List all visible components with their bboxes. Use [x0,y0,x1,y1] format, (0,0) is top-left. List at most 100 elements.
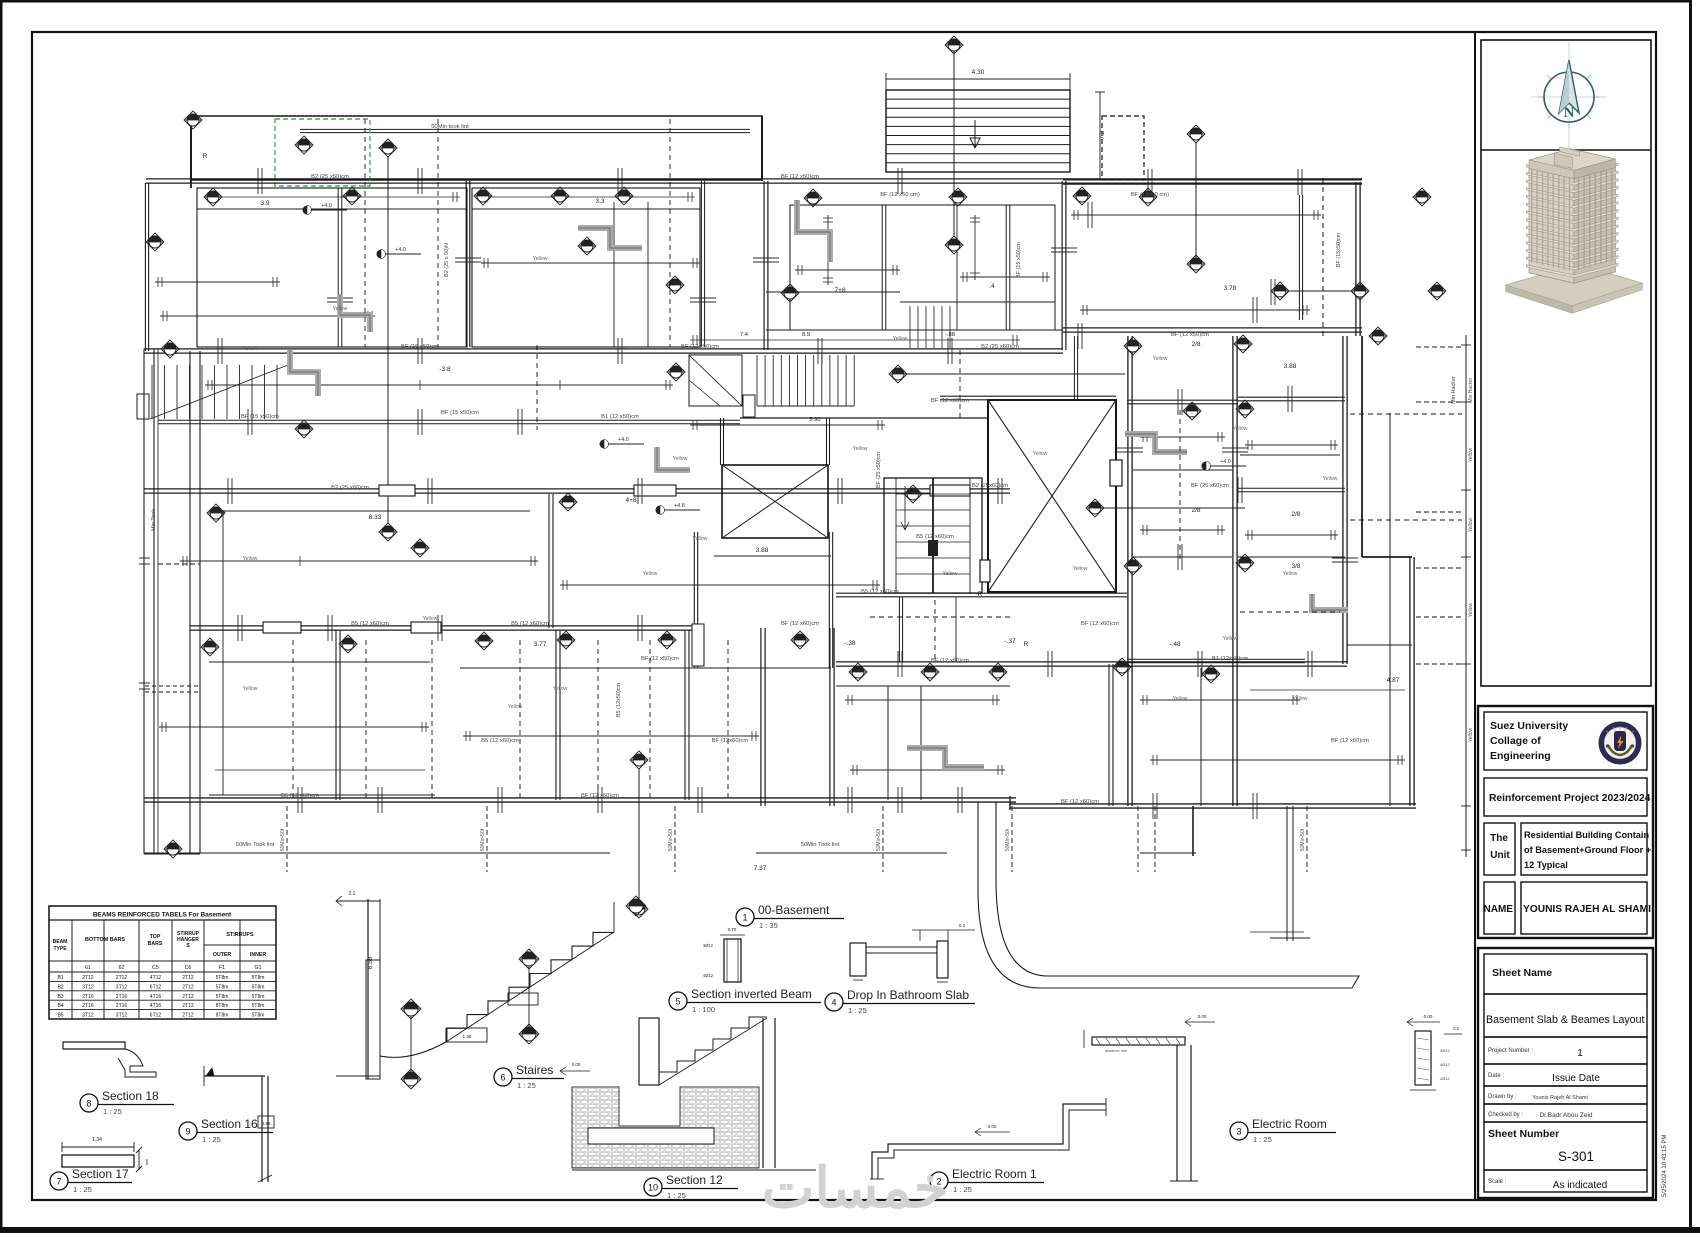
svg-text:-.37: -.37 [1004,638,1016,645]
svg-text:4Ø12: 4Ø12 [1440,1062,1451,1067]
svg-text:INNER: INNER [250,952,266,958]
svg-text:distance min: distance min [1105,1048,1127,1053]
svg-text:B5 (12x50)cm: B5 (12x50)cm [616,682,622,717]
svg-text:BOTTOM BARS: BOTTOM BARS [85,937,125,943]
svg-text:Yellow: Yellow [613,346,628,352]
svg-text:8.58: 8.58 [367,956,374,969]
svg-text:BF (12 x50)cm: BF (12 x50)cm [1171,332,1209,338]
svg-text:Residential Building Contain: Residential Building Contain [1524,830,1649,840]
svg-text:STIRRUP: STIRRUP [177,931,200,937]
svg-text:Min Took: Min Took [151,509,157,531]
svg-text:B5 (12 x60)cm: B5 (12 x60)cm [481,738,519,744]
svg-text:B5: B5 [57,1013,63,1019]
svg-text:2.1: 2.1 [349,891,356,897]
svg-text:B5 (12 x60)cm: B5 (12 x60)cm [861,589,899,595]
svg-text:1 : 25: 1 : 25 [73,1185,92,1194]
svg-text:50Min-50t: 50Min-50t [876,828,882,851]
svg-text:1 : 25: 1 : 25 [953,1185,972,1194]
svg-text:1 : 25: 1 : 25 [202,1135,221,1144]
svg-text:2T12: 2T12 [182,984,194,990]
svg-text:B5 (12 x60)cm: B5 (12 x60)cm [351,621,389,627]
svg-text:Unit: Unit [1490,850,1510,861]
svg-text:BF (15 x50)cm: BF (15 x50)cm [1016,242,1022,278]
svg-text:7+8: 7+8 [834,287,845,294]
svg-text:YOUNIS RAJEH AL SHAMI: YOUNIS RAJEH AL SHAMI [1523,904,1651,915]
svg-text:Sheet Number: Sheet Number [1488,1128,1559,1140]
svg-text:6T12: 6T12 [150,1013,162,1019]
svg-text:Yellow: Yellow [533,256,548,262]
svg-text:10: 10 [648,1183,658,1193]
svg-text:9: 9 [185,1127,190,1137]
svg-text:Project Number :: Project Number : [1488,1048,1533,1054]
svg-text:Yellow: Yellow [1223,636,1238,642]
svg-text:1 : 25: 1 : 25 [848,1006,867,1015]
svg-text:Drawn by :: Drawn by : [1488,1094,1517,1100]
svg-text:BF (12 x60)cm: BF (12 x60)cm [931,398,969,404]
svg-text:1 : 25: 1 : 25 [667,1191,686,1200]
svg-text:Staires: Staires [516,1063,553,1077]
svg-text:BF (12 x50 cm): BF (12 x50 cm) [880,192,920,198]
svg-text:50Min Took lint: 50Min Took lint [801,842,840,848]
svg-text:2T12: 2T12 [182,994,194,1000]
svg-text:3T12: 3T12 [116,984,128,990]
svg-text:Sheet Name: Sheet Name [1492,967,1552,979]
svg-text:1 : 25: 1 : 25 [517,1081,536,1090]
svg-text:3.9: 3.9 [260,200,269,207]
svg-text:8T8m: 8T8m [216,1003,229,1009]
svg-text:5T8m: 5T8m [216,994,229,1000]
svg-text:Yellow: Yellow [243,346,258,352]
svg-text:3.88: 3.88 [1284,363,1297,370]
svg-text:BF (12 x60)cm: BF (12 x60)cm [1061,799,1099,805]
svg-text:Yellow: Yellow [423,616,438,622]
svg-text:Section inverted Beam: Section inverted Beam [691,987,812,1001]
svg-text:Dr.Badr Abou Zeid: Dr.Badr Abou Zeid [1539,1112,1592,1119]
svg-text:1 : 25: 1 : 25 [103,1107,122,1116]
svg-text:R: R [1024,641,1029,648]
svg-text:2T16: 2T16 [116,994,128,1000]
svg-text:5T8m: 5T8m [216,975,229,981]
svg-text:4T16: 4T16 [150,1003,162,1009]
svg-text:2T12: 2T12 [182,975,194,981]
svg-text:G1: G1 [255,965,262,971]
svg-text:4.30: 4.30 [972,69,985,76]
svg-text:Yellow: Yellow [553,686,568,692]
svg-text:+4.8: +4.8 [674,503,685,509]
svg-text:Yellow: Yellow [1153,356,1168,362]
svg-text:R: R [203,153,208,160]
svg-text:B2 (25x60)cm: B2 (25x60)cm [972,483,1008,489]
svg-text:Checked by :: Checked by : [1488,1112,1523,1118]
svg-text:Yellow: Yellow [1173,696,1188,702]
svg-text:S: S [186,943,190,949]
svg-text:BF (25 x50)cm: BF (25 x50)cm [876,452,882,488]
svg-text:1 : 100: 1 : 100 [692,1005,715,1014]
svg-text:C6: C6 [185,965,192,971]
svg-text:50Min took lint: 50Min took lint [431,124,469,130]
svg-text:2Ø12: 2Ø12 [1440,1076,1451,1081]
svg-text:Yellow: Yellow [243,556,258,562]
svg-text:B2 (25 x60)cm: B2 (25 x60)cm [981,344,1019,350]
svg-text:2T12: 2T12 [182,1013,194,1019]
svg-text:3: 3 [1236,1127,1241,1137]
svg-text:2/8: 2/8 [1191,341,1200,348]
svg-text:Basement Slab & Beames Layout: Basement Slab & Beames Layout [1486,1014,1644,1026]
svg-text:50Min-50t: 50Min-50t [1005,828,1011,851]
svg-text:Drop In Bathroom Slab: Drop In Bathroom Slab [847,988,969,1002]
svg-text:0.00: 0.00 [572,1062,581,1067]
svg-text:2T12: 2T12 [82,975,94,981]
svg-text:BF (15x50)cm: BF (15x50)cm [1336,232,1342,267]
svg-text:BF (12 x60)cm: BF (12 x60)cm [1081,621,1119,627]
svg-text:NAME: NAME [1484,904,1514,915]
svg-text:+4.0: +4.0 [618,437,629,443]
svg-text:5: 5 [675,997,680,1007]
svg-text:Issue Date: Issue Date [1552,1073,1600,1084]
svg-text:Section 17: Section 17 [72,1167,129,1181]
svg-text:7.4: 7.4 [740,332,749,338]
svg-text:2T16: 2T16 [82,994,94,1000]
svg-text:50Min Took lint: 50Min Took lint [236,842,275,848]
svg-text:2/8: 2/8 [1291,511,1300,518]
svg-text:4T12: 4T12 [150,975,162,981]
svg-text:BF (12 x60)cm: BF (12 x60)cm [931,658,969,664]
svg-text:Reinforcement Project 2023/20: Reinforcement Project 2023/2024 [1489,793,1651,804]
svg-text:3/8: 3/8 [1291,563,1300,570]
svg-text:2: 2 [936,1177,941,1187]
